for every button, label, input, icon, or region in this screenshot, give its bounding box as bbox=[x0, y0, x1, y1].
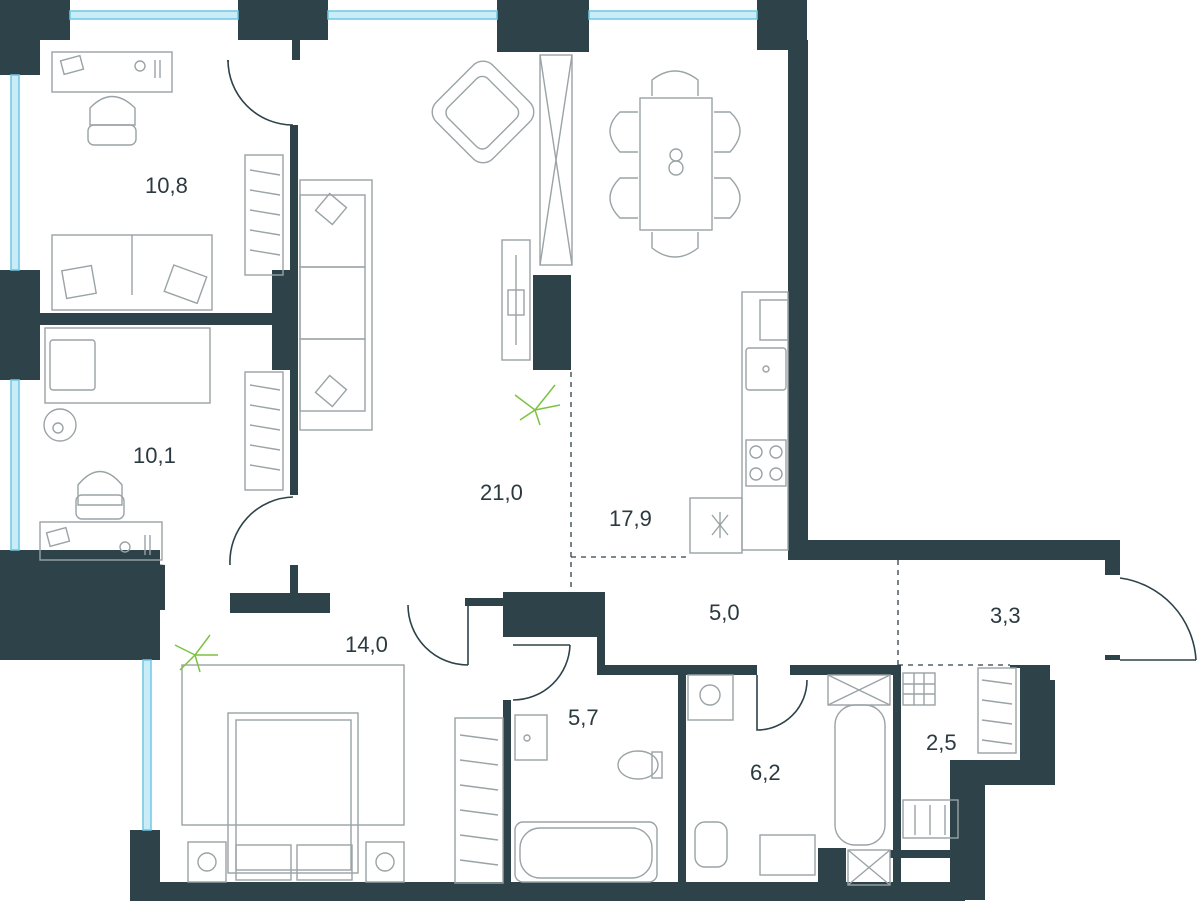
zone-dividers bbox=[570, 372, 1010, 666]
room-area-label: 10,8 bbox=[145, 173, 188, 198]
room-area-label: 6,2 bbox=[750, 760, 781, 785]
furniture-bathrooms bbox=[514, 667, 1017, 886]
furniture-master bbox=[181, 664, 504, 884]
room-area-label: 17,9 bbox=[609, 506, 652, 531]
room-area-label: 21,0 bbox=[480, 480, 523, 505]
room-area-label: 3,3 bbox=[990, 603, 1021, 628]
furniture-kitchen bbox=[609, 70, 789, 554]
room-area-label: 14,0 bbox=[345, 632, 388, 657]
furniture-bedroom-top bbox=[51, 51, 284, 311]
room-area-label: 5,0 bbox=[709, 600, 740, 625]
room-area-label: 5,7 bbox=[568, 705, 599, 730]
doors bbox=[227, 59, 1197, 731]
room-area-label: 10,1 bbox=[133, 443, 176, 468]
furniture-bedroom-middle bbox=[39, 327, 284, 561]
furniture-living bbox=[299, 54, 573, 431]
room-area-label: 2,5 bbox=[926, 730, 957, 755]
plant-icon bbox=[174, 384, 561, 673]
area-labels: 10,8 10,1 21,0 17,9 14,0 5,0 3,3 5,7 6,2… bbox=[133, 173, 1021, 785]
windows bbox=[10, 10, 758, 831]
